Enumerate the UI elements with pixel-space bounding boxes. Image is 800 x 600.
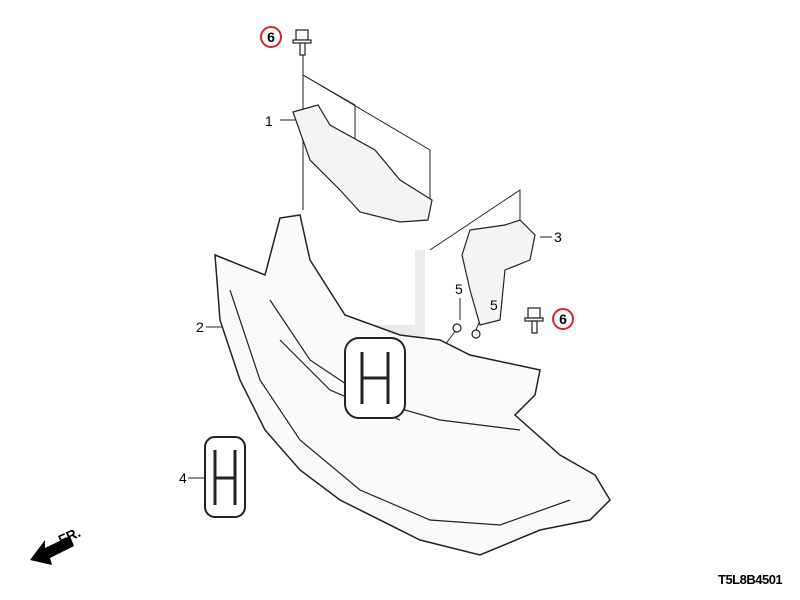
front-direction-arrow-icon	[30, 536, 74, 565]
part-2-front-grille	[214, 214, 611, 556]
part-3-side-bracket	[461, 219, 536, 326]
callout-3: 3	[554, 229, 562, 245]
diagram-code: T5L8B4501	[718, 572, 783, 587]
callout-4: 4	[179, 470, 187, 486]
callout-6-top: 6	[260, 26, 282, 48]
callout-5a: 5	[455, 281, 463, 297]
nut-icon	[452, 323, 481, 339]
callout-2: 2	[196, 319, 204, 335]
callout-6-right: 6	[552, 308, 574, 330]
part-1-upper-bracket	[292, 104, 433, 223]
callout-5b: 5	[490, 297, 498, 313]
bolt-icon	[292, 29, 544, 334]
callout-1: 1	[265, 113, 273, 129]
